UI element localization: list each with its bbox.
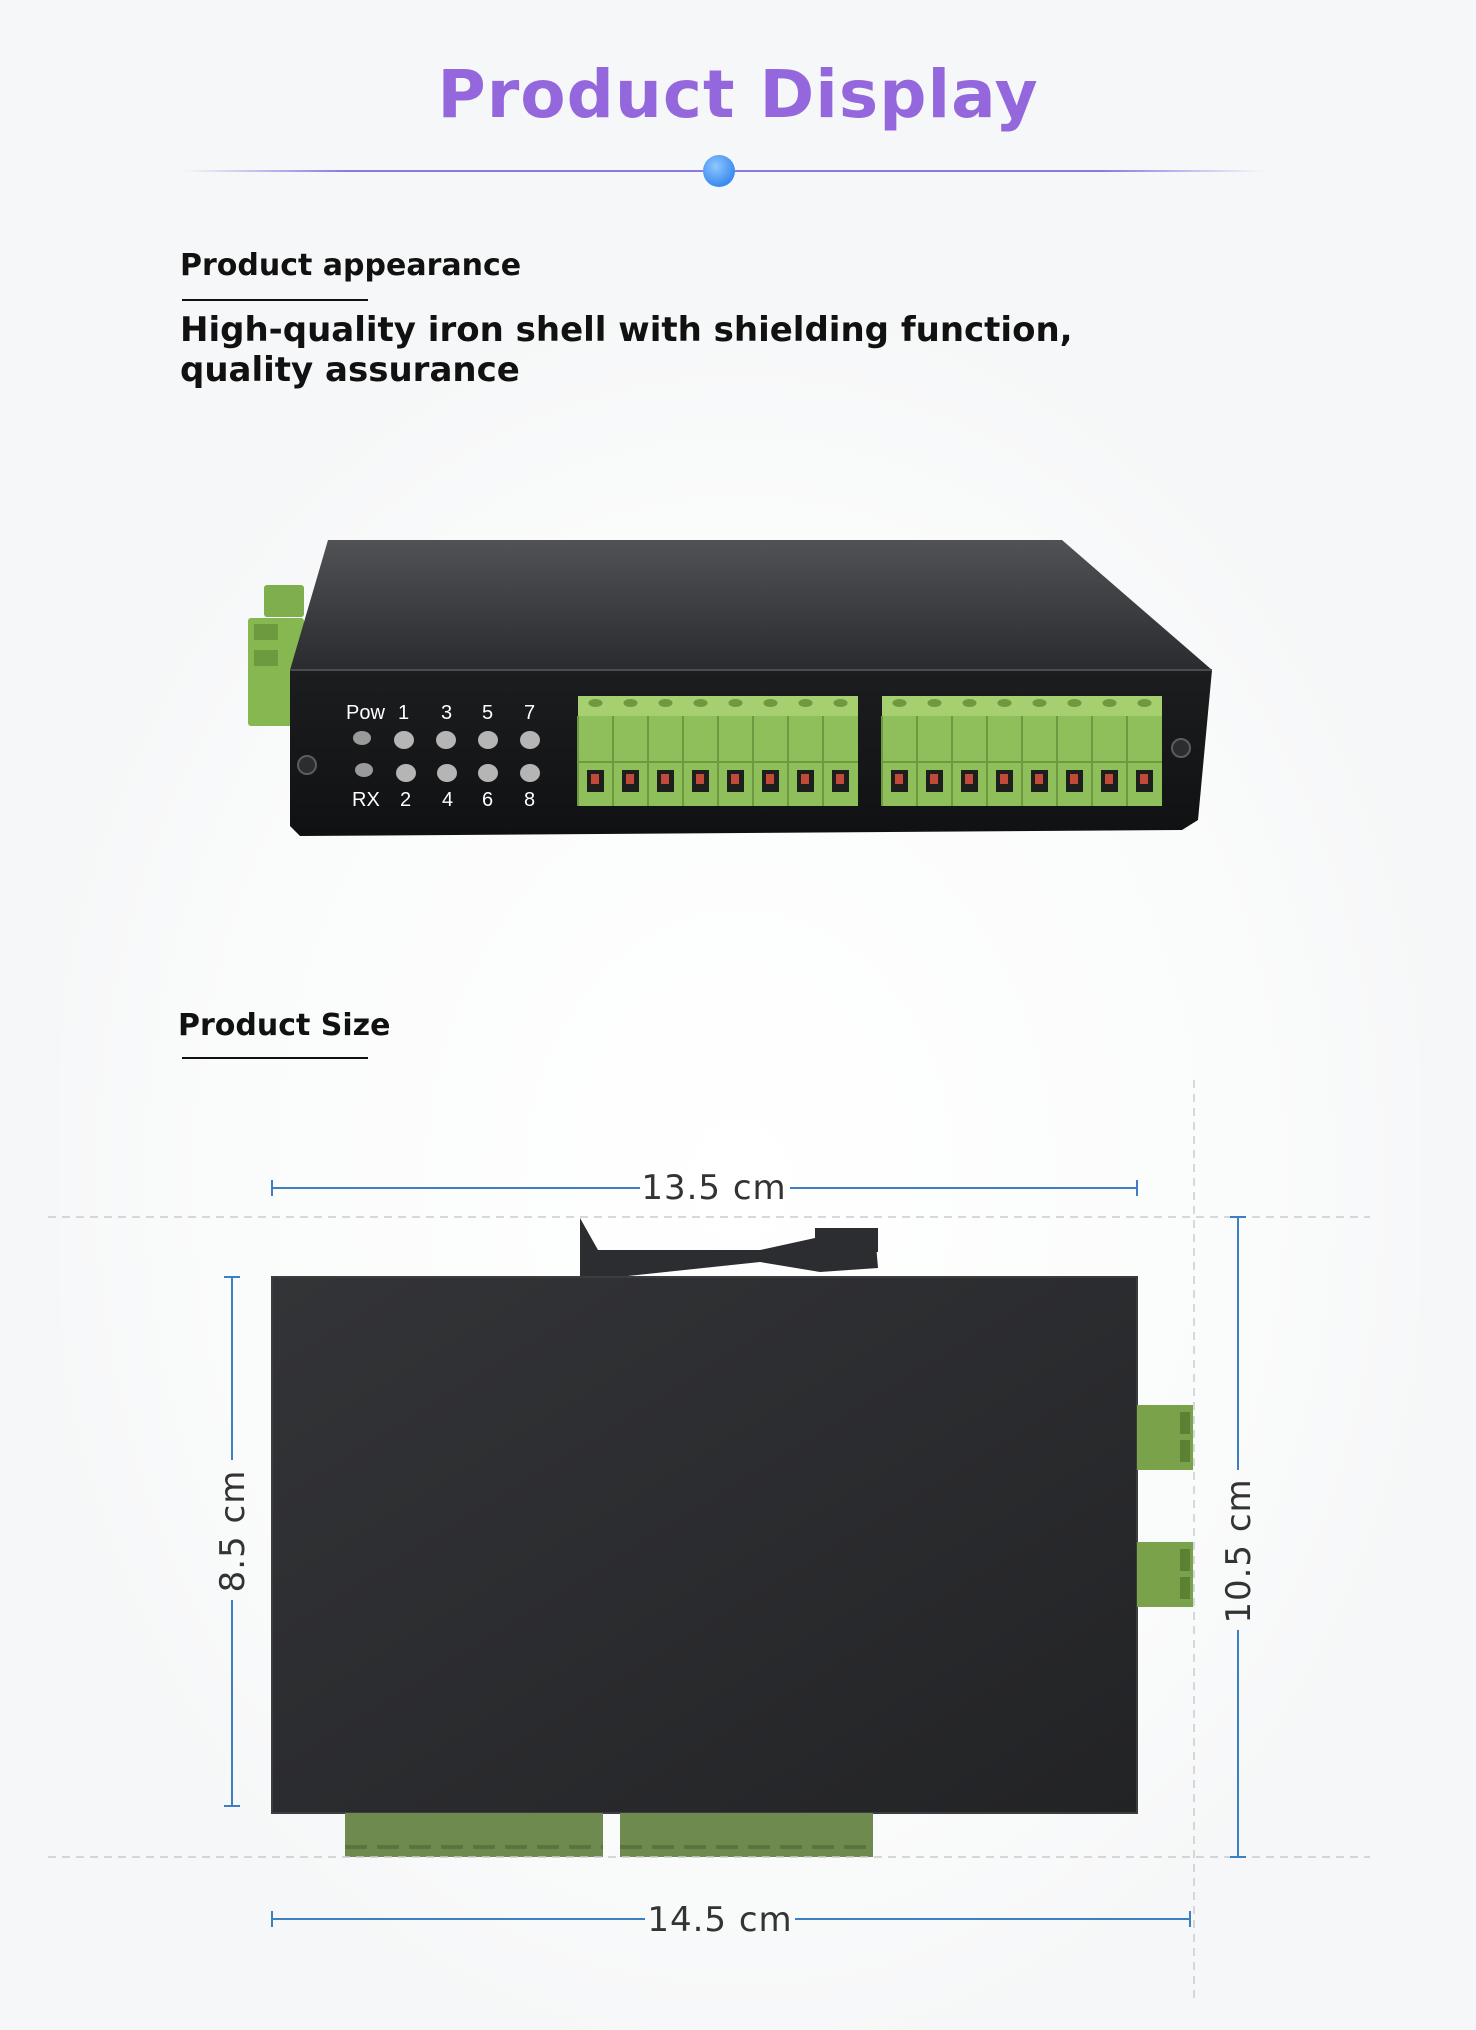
dimension-left-height: 8.5 cm [213, 1470, 253, 1593]
dimension-right-height: 10.5 cm [1219, 1478, 1259, 1623]
led-icon [436, 731, 456, 749]
led-icon [396, 764, 416, 782]
led-icon [394, 731, 414, 749]
size-heading-underline [182, 1057, 368, 1059]
terminal-blocks [577, 696, 1162, 806]
label-7: 7 [524, 702, 535, 724]
terminal-block [577, 696, 858, 806]
page-title: Product Display [437, 56, 1039, 133]
product-bottom-view [271, 1218, 1193, 1857]
din-clip [580, 1218, 878, 1280]
appearance-heading: Product appearance [180, 248, 522, 283]
case-top-face [290, 540, 1212, 670]
appearance-heading-underline [182, 299, 368, 301]
terminal-screw-icon [997, 699, 1012, 707]
dimension-top-width: 13.5 cm [641, 1168, 786, 1208]
led-icon [520, 731, 540, 749]
label-5: 5 [482, 702, 493, 724]
label-3: 3 [441, 702, 452, 724]
bottom-terminal-block [620, 1813, 873, 1857]
case-bottom-face [272, 1277, 1137, 1813]
led-icon [437, 764, 457, 782]
dimension-bottom-width: 14.5 cm [647, 1900, 792, 1940]
size-heading: Product Size [178, 1008, 391, 1043]
terminal-screw-icon [728, 699, 743, 707]
terminal-screw-icon [798, 699, 813, 707]
terminal-screw-icon [833, 699, 848, 707]
terminal-screw-icon [588, 699, 603, 707]
screw-icon [297, 755, 317, 775]
label-4: 4 [442, 789, 453, 811]
led-icon [355, 763, 373, 777]
terminal-screw-icon [962, 699, 977, 707]
terminal-screw-icon [658, 699, 673, 707]
led-icon [478, 731, 498, 749]
led-icon [478, 764, 498, 782]
indicator-labels: Pow 1 3 5 7 RX 2 4 6 8 [346, 702, 535, 811]
terminal-screw-icon [892, 699, 907, 707]
guide-lines [48, 1080, 1370, 2000]
bottom-terminal-block [345, 1813, 603, 1857]
label-pow: Pow [346, 702, 385, 724]
title-divider-dot [703, 155, 735, 187]
label-1: 1 [398, 702, 409, 724]
indicator-leds [353, 731, 540, 782]
terminal-screw-icon [693, 699, 708, 707]
terminal-screw-icon [1067, 699, 1082, 707]
label-2: 2 [400, 789, 411, 811]
appearance-description: High-quality iron shell with shielding f… [180, 310, 1073, 390]
dimension-lines [224, 1180, 1246, 1927]
label-6: 6 [482, 789, 493, 811]
led-icon [520, 764, 540, 782]
terminal-screw-icon [1032, 699, 1047, 707]
terminal-screw-icon [1102, 699, 1117, 707]
terminal-screw-icon [1137, 699, 1152, 707]
led-icon [353, 731, 371, 745]
terminal-screw-icon [763, 699, 778, 707]
terminal-screw-icon [927, 699, 942, 707]
terminal-block [881, 696, 1162, 806]
terminal-screw-icon [623, 699, 638, 707]
label-8: 8 [524, 789, 535, 811]
screw-icon [1171, 738, 1191, 758]
label-rx: RX [352, 789, 380, 811]
